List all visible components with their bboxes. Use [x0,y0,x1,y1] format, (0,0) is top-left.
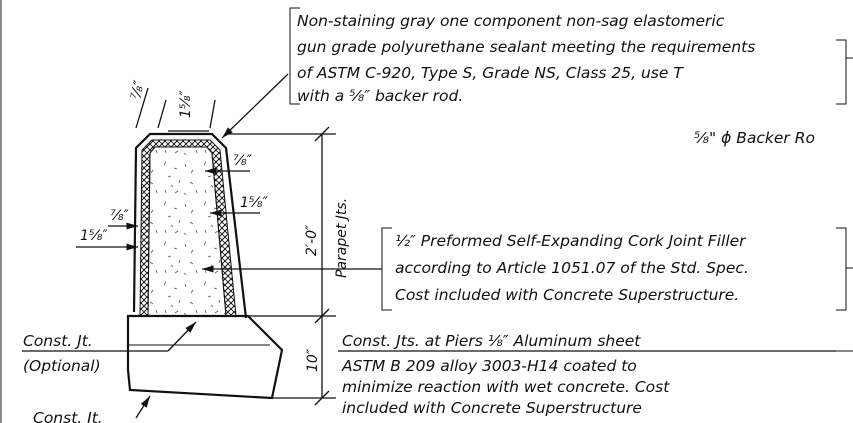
const-jt-optional-note: Const. Jt. (Optional) [22,321,197,375]
dim-left-inner: ⅞″ [110,208,130,224]
piers-note-line-3: minimize reaction with wet concrete. Cos… [342,378,670,396]
const-jt-bottom-label: Const. Jt. [33,409,103,423]
dim-base-height: 10″ [305,348,321,372]
cork-note-line-2: according to Article 1051.07 of the Std.… [395,259,749,277]
sealant-note-line-4: with a ⁵⁄₈″ backer rod. [297,87,463,105]
dim-top-right: 1⅝″ [178,90,194,118]
sealant-note-line-3: of ASTM C-920, Type S, Grade NS, Class 2… [297,64,684,82]
cork-filler-note: ½″ Preformed Self-Expanding Cork Joint F… [202,227,853,311]
sealant-leader-arrow [221,73,289,139]
dim-right-side: 1⅝″ [240,195,268,211]
backer-rod-note: ⁵⁄₈" ϕ Backer Ro [694,129,815,147]
piers-note-line-4: included with Concrete Superstructure [342,399,642,417]
sealant-note-line-2: gun grade polyurethane sealant meeting t… [297,38,755,56]
const-jts-piers-note: Const. Jts. at Piers ⅛″ Aluminum sheet A… [338,332,853,417]
sealant-note: Non-staining gray one component non-sag … [221,7,853,139]
dimensions: ⅞″ 1⅝″ ⅞″ ⅞″ 1⅝″ 1⅝″ 2′-0″ Parapet Jts. … [76,78,350,406]
cork-note-line-1: ½″ Preformed Self-Expanding Cork Joint F… [395,232,747,250]
dim-top-left: ⅞″ [128,78,148,100]
cork-note-line-3: Cost included with Concrete Superstructu… [395,286,739,304]
sealant-note-line-1: Non-staining gray one component non-sag … [297,12,725,30]
dim-parapet-height: 2′-0″ [304,224,320,256]
parapet-outline [132,132,248,319]
parapet-joints-label: Parapet Jts. [334,198,350,278]
piers-note-line-1: Const. Jts. at Piers ⅛″ Aluminum sheet [342,332,641,350]
const-jt-bottom-note: Const. Jt. [33,395,151,423]
const-jt-label: Const. Jt. [23,332,93,350]
parapet-section [126,132,284,400]
optional-label: (Optional) [23,357,101,375]
dim-left-side: 1⅝″ [80,228,108,244]
piers-note-line-2: ASTM B 209 alloy 3003-H14 coated to [341,357,637,375]
dim-right-inner: ⅞″ [233,153,253,169]
parapet-base [126,314,284,400]
